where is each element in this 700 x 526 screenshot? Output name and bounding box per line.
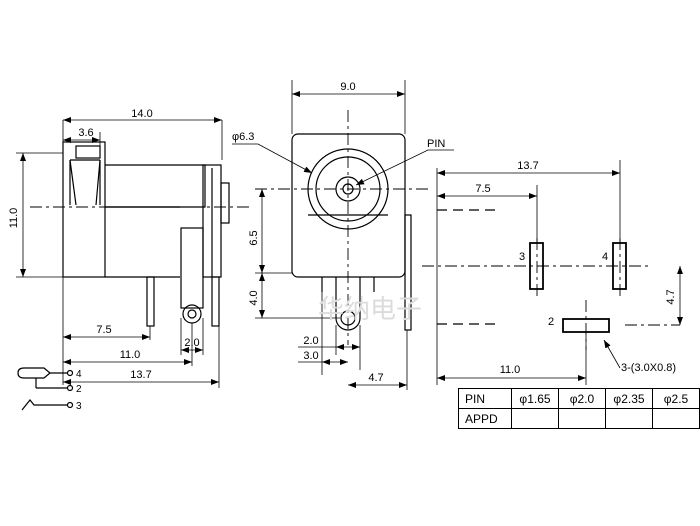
dim-text-3-0: 3.0 (303, 350, 318, 362)
dim-text-13-7-bottom: 13.7 (517, 160, 538, 172)
dim-text-7-5: 7.5 (96, 324, 111, 336)
dim-text-13-7: 13.7 (130, 369, 151, 381)
dim-text-9-0: 9.0 (340, 81, 355, 93)
terminal-dot (66, 401, 74, 409)
table-cell: φ2.0 (558, 388, 606, 409)
dim-text-7-5-bottom: 7.5 (475, 183, 490, 195)
table-cell (652, 408, 700, 429)
schematic-symbol: 4 2 3 (17, 367, 82, 412)
pcb-label-2: 2 (548, 316, 554, 328)
side-pin-hole-inner (187, 309, 197, 319)
schematic-pin-4: 4 (76, 369, 82, 380)
dim-text-4-7-front: 4.7 (368, 372, 383, 384)
watermark: 华纳电子 (318, 294, 422, 324)
terminal-dot (66, 384, 74, 392)
side-view: 14.0 3.6 11.0 7.5 2.0 11.0 13.7 (8, 108, 250, 388)
side-front-block (62, 141, 106, 278)
dim-text-6-5: 6.5 (248, 230, 260, 245)
side-pin-left (146, 276, 155, 327)
terminal-dot (66, 369, 74, 377)
dim-text-hole-note: 3-(3.0X0.8) (621, 362, 676, 374)
table-cell: φ1.65 (511, 388, 559, 409)
schematic-switch (21, 399, 67, 411)
table-cell (605, 408, 653, 429)
side-rear-tab (220, 182, 230, 224)
dim-text-14: 14.0 (131, 108, 152, 120)
table-cell (558, 408, 606, 429)
table-cell (511, 408, 559, 429)
pin-table: PIN φ1.65 φ2.0 φ2.35 φ2.5 APPD (458, 388, 700, 429)
table-header-appd: APPD (458, 408, 512, 429)
leader-phi-6-3 (232, 143, 313, 174)
dim-text-pin: PIN (427, 138, 445, 150)
dim-text-3-6: 3.6 (78, 127, 93, 139)
front-view: 9.0 φ6.3 PIN 6.5 4.0 2.0 3.0 4.7 (232, 80, 454, 390)
table-cell: φ2.5 (652, 388, 700, 409)
leader-hole-note (603, 339, 621, 369)
table-header-pin: PIN (458, 388, 512, 409)
schematic-pin-3: 3 (76, 401, 82, 412)
dim-text-phi-6-3: φ6.3 (232, 131, 254, 143)
table-cell: φ2.35 (605, 388, 653, 409)
dim-text-11-0: 11.0 (120, 349, 141, 361)
side-pin-right (211, 276, 220, 327)
dim-text-4-7-vertical: 4.7 (665, 289, 677, 304)
pcb-slot-4 (612, 242, 627, 290)
pcb-dashed-outline (437, 209, 497, 325)
dim-text-2-0-front: 2.0 (303, 335, 318, 347)
dim-text-4-0: 4.0 (248, 290, 260, 305)
bottom-view: 3 4 2 13.7 7.5 4.7 11.0 3-(3.0X0.8) (422, 160, 683, 385)
leader-pin (355, 149, 454, 186)
table-row: PIN φ1.65 φ2.0 φ2.35 φ2.5 (458, 388, 700, 409)
table-row: APPD (458, 408, 700, 429)
front-bottom-tab (335, 277, 361, 331)
plug-symbol (17, 367, 51, 379)
side-front-slot (75, 145, 101, 159)
pcb-label-3: 3 (519, 251, 525, 263)
side-taper (69, 159, 101, 206)
side-pin-blade (180, 227, 204, 309)
pcb-label-4: 4 (602, 251, 608, 263)
pcb-slot-3 (529, 242, 544, 290)
schematic-pin-2: 2 (76, 384, 82, 395)
front-side-tab (404, 214, 412, 331)
front-body (291, 133, 406, 278)
side-barrel (105, 164, 206, 208)
dim-text-11-vertical: 11.0 (8, 208, 20, 229)
dim-text-11-0-bottom: 11.0 (500, 364, 521, 376)
